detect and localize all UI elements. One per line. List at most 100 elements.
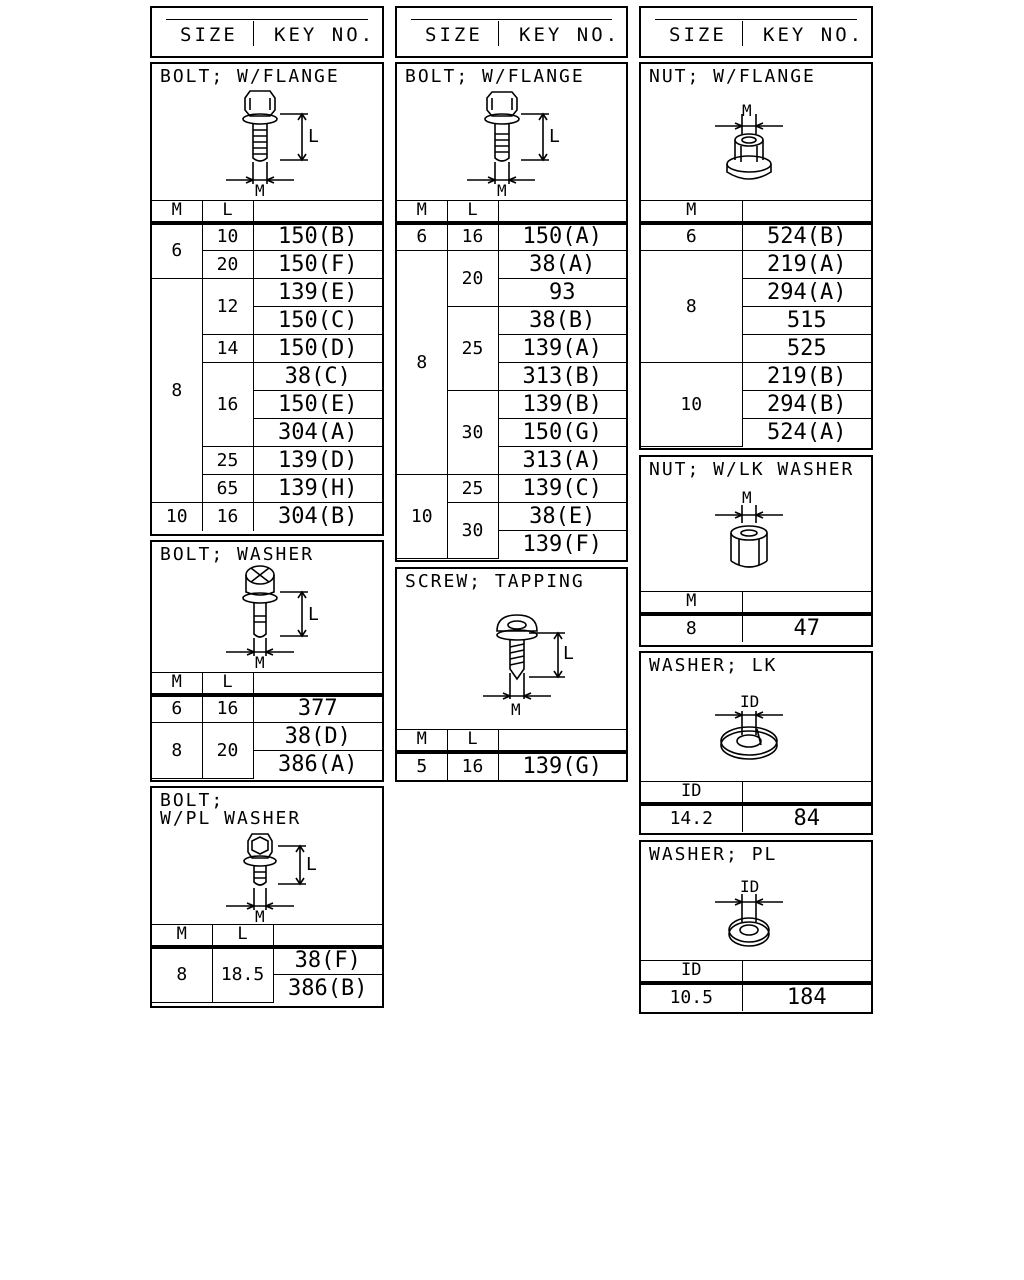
col-header-m: M [152, 924, 213, 949]
size-label: SIZE [669, 24, 727, 46]
col-header-m: M [152, 200, 203, 225]
cell-key-no: 38(E) [497, 502, 626, 531]
cell-key-no: 150(A) [497, 222, 626, 251]
cell-key-no: 47 [741, 613, 871, 642]
key-no-label: KEY NO. [274, 24, 376, 46]
id-dim-label: ID [740, 692, 759, 711]
part-title: SCREW; TAPPING [405, 571, 585, 592]
col-header-m: M [152, 672, 203, 697]
cell-m: 8 [152, 722, 203, 779]
col-header-id: ID [641, 781, 743, 806]
cell-l: 20 [201, 722, 254, 779]
part-title: NUT; W/FLANGE [649, 66, 816, 87]
cell-key-no: 524(A) [742, 418, 871, 447]
cell-key-no: 93 [498, 278, 626, 307]
cell-m: 8 [397, 250, 448, 475]
cell-key-no: 377 [252, 694, 382, 723]
cell-m: 10 [397, 474, 448, 559]
cell-key-no: 524(B) [741, 222, 871, 251]
cell-key-no: 139(E) [252, 278, 382, 307]
cell-l: 25 [447, 306, 499, 391]
cell-key-no: 150(E) [253, 390, 382, 419]
col-header-key [252, 200, 382, 225]
cell-key-no: 184 [741, 982, 871, 1011]
col-header-key [252, 672, 382, 697]
col-header-id: ID [641, 960, 743, 985]
cell-l: 30 [447, 390, 499, 475]
col-header-l: L [201, 672, 254, 697]
cell-l: 12 [201, 278, 254, 335]
cell-key-no: 139(F) [498, 530, 626, 559]
diameter-dim-label: M [497, 181, 507, 200]
cell-key-no: 139(C) [497, 474, 626, 503]
cell-l: 25 [446, 474, 499, 503]
cell-key-no: 150(F) [252, 250, 382, 279]
length-dim-label: L [308, 604, 319, 625]
cell-key-no: 219(A) [741, 250, 871, 279]
cell-key-no: 38(F) [272, 946, 382, 975]
cell-key-no: 38(B) [497, 306, 626, 335]
part-title: WASHER; PL [649, 844, 778, 865]
cell-l: 65 [202, 474, 254, 503]
cell-key-no: 150(B) [252, 222, 382, 251]
cell-key-no: 150(C) [253, 306, 382, 335]
part-title: BOLT; W/PL WASHER [160, 790, 302, 829]
key-no-label: KEY NO. [763, 24, 865, 46]
cell-key-no: 38(C) [252, 362, 382, 391]
cell-key-no: 294(A) [742, 278, 871, 307]
col-header-key [741, 960, 871, 985]
cell-key-no: 150(G) [498, 418, 626, 447]
col-header-l: L [446, 200, 499, 225]
diameter-dim-label: M [511, 700, 521, 719]
cell-m: 6 [397, 222, 448, 251]
cell-key-no: 313(B) [498, 362, 626, 391]
cell-l: 14 [202, 334, 254, 363]
size-key-header-2: SIZE KEY NO. [395, 6, 628, 58]
size-key-header-1: SIZE KEY NO. [150, 6, 384, 58]
plain-washer-icon: ID [715, 877, 783, 947]
cell-m: 10 [152, 502, 203, 531]
diameter-dim-label: M [742, 101, 752, 120]
cell-m: 10 [641, 362, 743, 447]
cell-m: 8 [152, 946, 213, 1003]
col-header-key [272, 924, 382, 949]
col-header-m: M [397, 729, 448, 754]
cell-m: 8 [641, 613, 743, 642]
cell-id: 10.5 [641, 982, 743, 1011]
cell-l: 16 [202, 362, 254, 447]
cell-l: 20 [202, 250, 254, 279]
cell-l: 10 [201, 222, 254, 251]
col-header-l: L [211, 924, 274, 949]
cell-key-no: 38(D) [252, 722, 382, 751]
cell-key-no: 38(A) [497, 250, 626, 279]
part-title: WASHER; LK [649, 655, 778, 676]
length-dim-label: L [563, 643, 574, 664]
col-header-key [497, 200, 626, 225]
col-header-m: M [397, 200, 448, 225]
cell-l: 18.5 [211, 946, 274, 1003]
col-header-key [741, 200, 871, 225]
cell-l: 16 [201, 502, 254, 531]
part-title: NUT; W/LK WASHER [649, 459, 855, 480]
col-header-key [497, 729, 626, 754]
cell-m: 6 [152, 694, 203, 723]
cell-l: 16 [446, 222, 499, 251]
cell-key-no: 515 [742, 306, 871, 335]
cell-key-no: 313(A) [498, 446, 626, 475]
size-key-header-3: SIZE KEY NO. [639, 6, 873, 58]
